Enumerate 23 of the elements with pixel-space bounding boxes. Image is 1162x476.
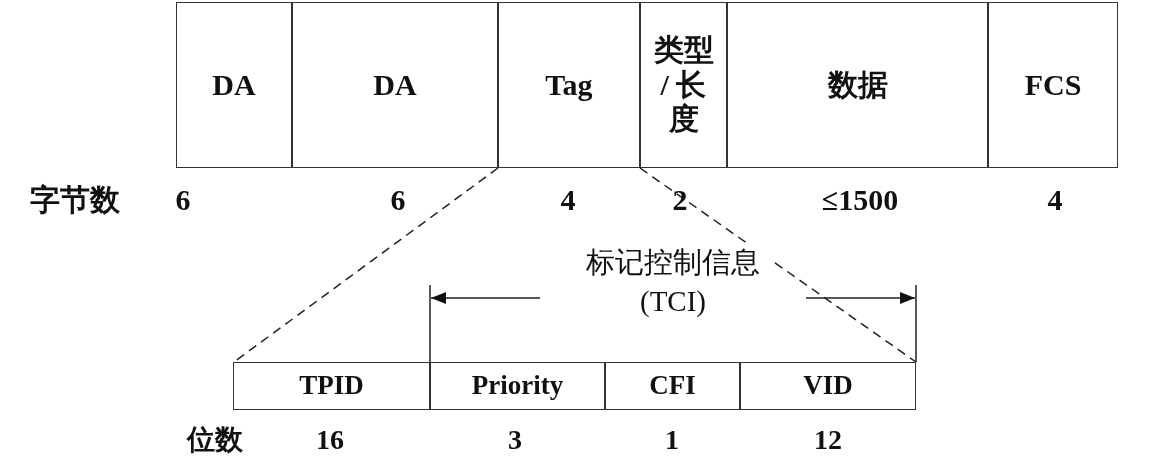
byte-count: 4 <box>560 183 576 217</box>
byte-count: 4 <box>1047 183 1063 217</box>
field-box: DA <box>176 2 292 168</box>
field-box: Priority <box>430 362 605 410</box>
bit-count: 12 <box>814 424 842 456</box>
field-box: 数据 <box>727 2 988 168</box>
bit-count: 3 <box>508 424 522 456</box>
field-box: VID <box>740 362 916 410</box>
byte-count: 2 <box>672 183 688 217</box>
field-box: 类型 / 长度 <box>640 2 727 168</box>
field-box: CFI <box>605 362 740 410</box>
byte-count: ≤1500 <box>821 183 899 217</box>
byte-count: 6 <box>175 183 191 217</box>
field-box: DA <box>292 2 498 168</box>
byte-count: 6 <box>390 183 406 217</box>
row-label: 位数 <box>187 423 243 457</box>
field-box: FCS <box>988 2 1118 168</box>
row-label: 字节数 <box>30 181 120 218</box>
bit-count: 16 <box>316 424 344 456</box>
field-box: TPID <box>233 362 430 410</box>
bit-count: 1 <box>665 424 679 456</box>
field-box: Tag <box>498 2 640 168</box>
dashed-line <box>639 167 917 363</box>
